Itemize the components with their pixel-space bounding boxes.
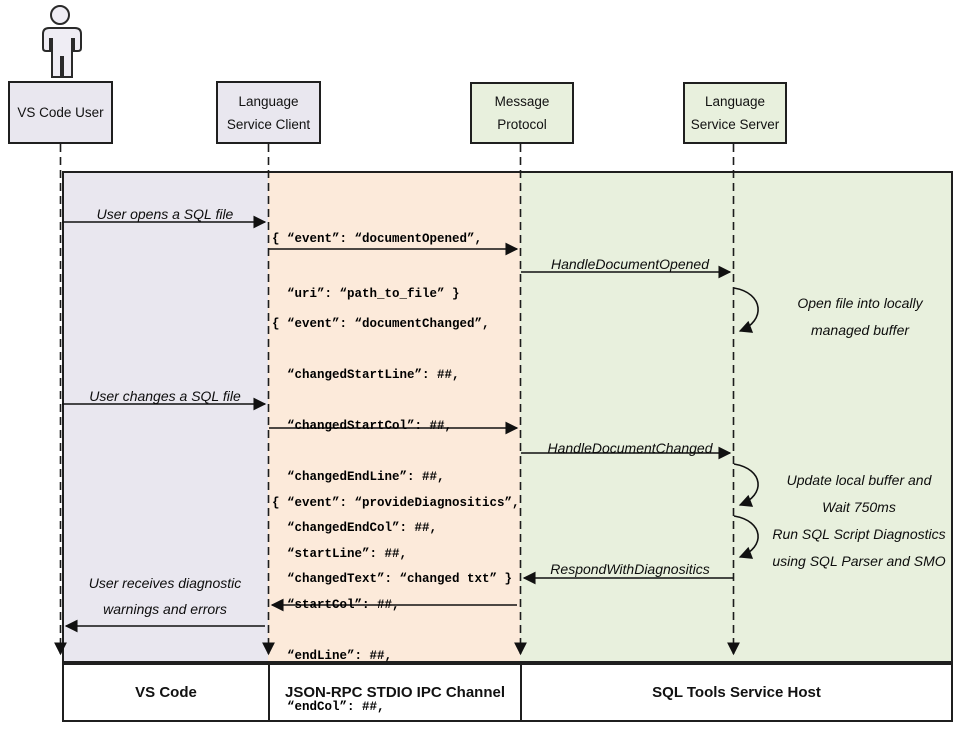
message-user-changes-file: User changes a SQL file [89, 388, 241, 404]
lane-bg-jsonrpc [268, 173, 520, 661]
message-user-receives-diagnostics: User receives diagnostic warnings and er… [62, 570, 268, 622]
message-user-opens-file: User opens a SQL file [96, 206, 234, 222]
payload-line: “changedEndLine”: ##, [272, 470, 445, 484]
note-line: using SQL Parser and SMO [772, 553, 946, 569]
payload-line: “changedStartCol”: ##, [272, 419, 453, 433]
payload-line: “startCol”: ##, [272, 598, 400, 612]
lane-sqltools-label: SQL Tools Service Host [652, 684, 821, 701]
lane-bg-vscode [64, 173, 268, 661]
participant-label: Service Server [690, 117, 780, 132]
lane-vscode-label: VS Code [135, 684, 197, 701]
payload-line: “endLine”: ##, [272, 649, 393, 663]
note-run-diagnostics: Run SQL Script Diagnostics using SQL Par… [766, 521, 952, 575]
participant-language-service-client: Language Service Client [216, 81, 321, 144]
participant-language-service-server: Language Service Server [683, 82, 787, 144]
bottom-lanes: VS Code JSON-RPC STDIO IPC Channel SQL T… [62, 663, 953, 722]
payload-line: { “event”: “documentOpened”, [272, 232, 483, 246]
note-line: Wait 750ms [822, 499, 896, 515]
lane-jsonrpc: JSON-RPC STDIO IPC Channel [268, 665, 520, 720]
note-update-buffer-wait: Update local buffer and Wait 750ms [766, 467, 952, 521]
swimlane-band [62, 171, 953, 663]
payload-provide-diagnostics: { “event”: “provideDiagnositics”, “start… [272, 464, 520, 732]
payload-line: “changedStartLine”: ##, [272, 368, 460, 382]
note-open-file-buffer: Open file into locally managed buffer [770, 290, 950, 344]
message-respond-with-diagnostics: RespondWithDiagnositics [550, 561, 710, 577]
participant-vscode-user: VS Code User [8, 81, 113, 144]
participant-label: VS Code User [17, 105, 104, 120]
participant-label: Protocol [497, 117, 547, 132]
lane-bg-sqltools [520, 173, 951, 661]
participant-label: Language [238, 93, 299, 109]
note-line: Open file into locally [797, 295, 923, 311]
note-line: Run SQL Script Diagnostics [772, 526, 946, 542]
payload-line: “uri”: “path_to_file” } [272, 287, 460, 301]
message-handle-document-changed: HandleDocumentChanged [547, 440, 713, 456]
actor-icon [42, 5, 82, 78]
participant-label: Service Client [226, 116, 311, 132]
lane-sqltools: SQL Tools Service Host [520, 665, 951, 720]
payload-line: “startLine”: ##, [272, 547, 408, 561]
lane-vscode: VS Code [64, 665, 268, 720]
participant-label: Message [494, 94, 550, 109]
lane-jsonrpc-label: JSON-RPC STDIO IPC Channel [284, 684, 506, 701]
payload-line: { “event”: “provideDiagnositics”, [272, 496, 520, 510]
message-line: User receives diagnostic [88, 575, 242, 591]
note-line: managed buffer [810, 322, 910, 338]
message-line: warnings and errors [103, 601, 227, 617]
payload-document-changed: { “event”: “documentChanged”, “changedSt… [272, 285, 512, 619]
participant-message-protocol: Message Protocol [470, 82, 574, 144]
note-line: Update local buffer and [786, 472, 932, 488]
payload-line: “changedText”: “changed txt” } [272, 572, 513, 586]
payload-line: { “event”: “documentChanged”, [272, 317, 490, 331]
payload-line: “endCol”: ##, [272, 700, 385, 714]
payload-document-opened: { “event”: “documentOpened”, “uri”: “pat… [272, 198, 482, 336]
message-handle-document-opened: HandleDocumentOpened [551, 256, 709, 272]
participant-label: Language [704, 94, 766, 109]
payload-line: “changedEndCol”: ##, [272, 521, 438, 535]
